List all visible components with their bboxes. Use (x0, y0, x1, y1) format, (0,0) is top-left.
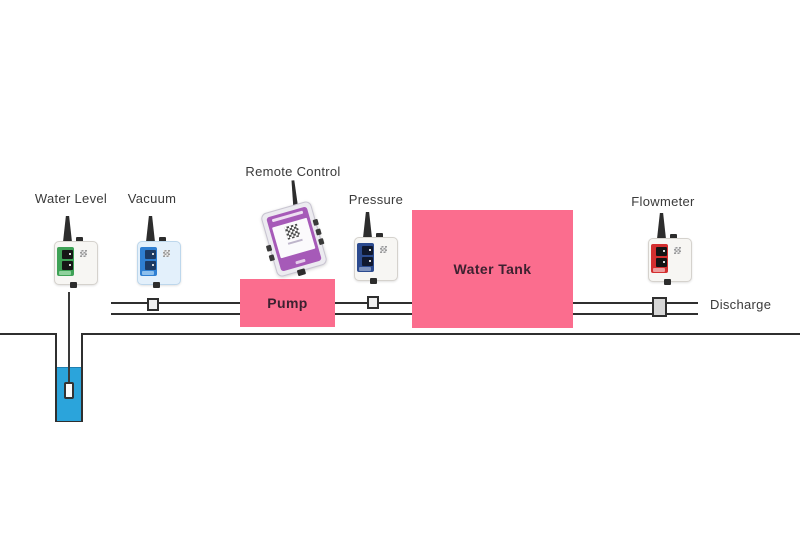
qr-code-icon (380, 246, 387, 253)
qr-code-icon (283, 223, 300, 240)
side-button (312, 218, 319, 226)
water-level-sensor (54, 216, 100, 288)
mount-tab (376, 233, 383, 238)
label-water-level: Water Level (34, 191, 108, 206)
connector (145, 250, 156, 259)
remote-frame (266, 206, 322, 272)
antenna-icon (657, 213, 666, 239)
water-tank-label: Water Tank (453, 261, 532, 277)
qr-code-icon (674, 247, 681, 254)
label-remote-control: Remote Control (245, 164, 341, 179)
mount-tab (159, 237, 166, 242)
connector (62, 261, 73, 270)
qr-code-icon (163, 250, 170, 257)
connector (362, 246, 373, 255)
antenna-icon (146, 216, 155, 242)
mount-tab (670, 234, 677, 239)
discharge-pipe-bottom (573, 313, 698, 315)
pump-box: Pump (240, 279, 335, 327)
vacuum-fitting (147, 298, 159, 311)
panel-strip (59, 271, 71, 275)
suction-pipe-bottom (111, 313, 240, 315)
mount-tab (70, 282, 77, 288)
connector (62, 250, 73, 259)
side-button (315, 228, 322, 236)
water-tank-box: Water Tank (412, 210, 573, 328)
pump-label: Pump (267, 295, 308, 311)
side-button (318, 238, 325, 246)
flowmeter-sensor (648, 213, 694, 285)
label-flowmeter: Flowmeter (631, 194, 695, 209)
connector (656, 247, 667, 256)
pressure-fitting (367, 296, 379, 309)
panel-strip (359, 267, 371, 271)
mount-tab (370, 278, 377, 284)
screen-line (287, 238, 303, 245)
probe-cable (68, 292, 70, 384)
mount-tab (153, 282, 160, 288)
suction-pipe-top (111, 302, 240, 304)
mount-tab (296, 268, 307, 277)
well-wall-left (55, 333, 57, 422)
label-discharge: Discharge (710, 297, 772, 312)
connector (656, 258, 667, 267)
level-probe (64, 382, 74, 399)
antenna-icon (363, 212, 372, 238)
label-pressure: Pressure (348, 192, 404, 207)
remote-control-device (259, 200, 329, 278)
qr-code-icon (80, 250, 87, 257)
mount-tab (664, 279, 671, 285)
connector (362, 257, 373, 266)
ground-line-right (81, 333, 800, 335)
antenna-icon (63, 216, 72, 242)
mount-tab (76, 237, 83, 242)
remote-footer (295, 258, 306, 265)
panel-strip (142, 271, 154, 275)
panel-strip (653, 268, 665, 272)
flowmeter-fitting (652, 297, 667, 317)
label-vacuum: Vacuum (127, 191, 177, 206)
well-bottom (55, 420, 83, 422)
pressure-sensor (354, 212, 400, 284)
remote-screen (272, 217, 316, 259)
connector (145, 261, 156, 270)
ground-line-left (0, 333, 56, 335)
discharge-pipe-top (573, 302, 698, 304)
well-wall-right (81, 333, 83, 422)
pump-tank-pipe-bottom (335, 313, 412, 315)
vacuum-sensor (137, 216, 183, 288)
